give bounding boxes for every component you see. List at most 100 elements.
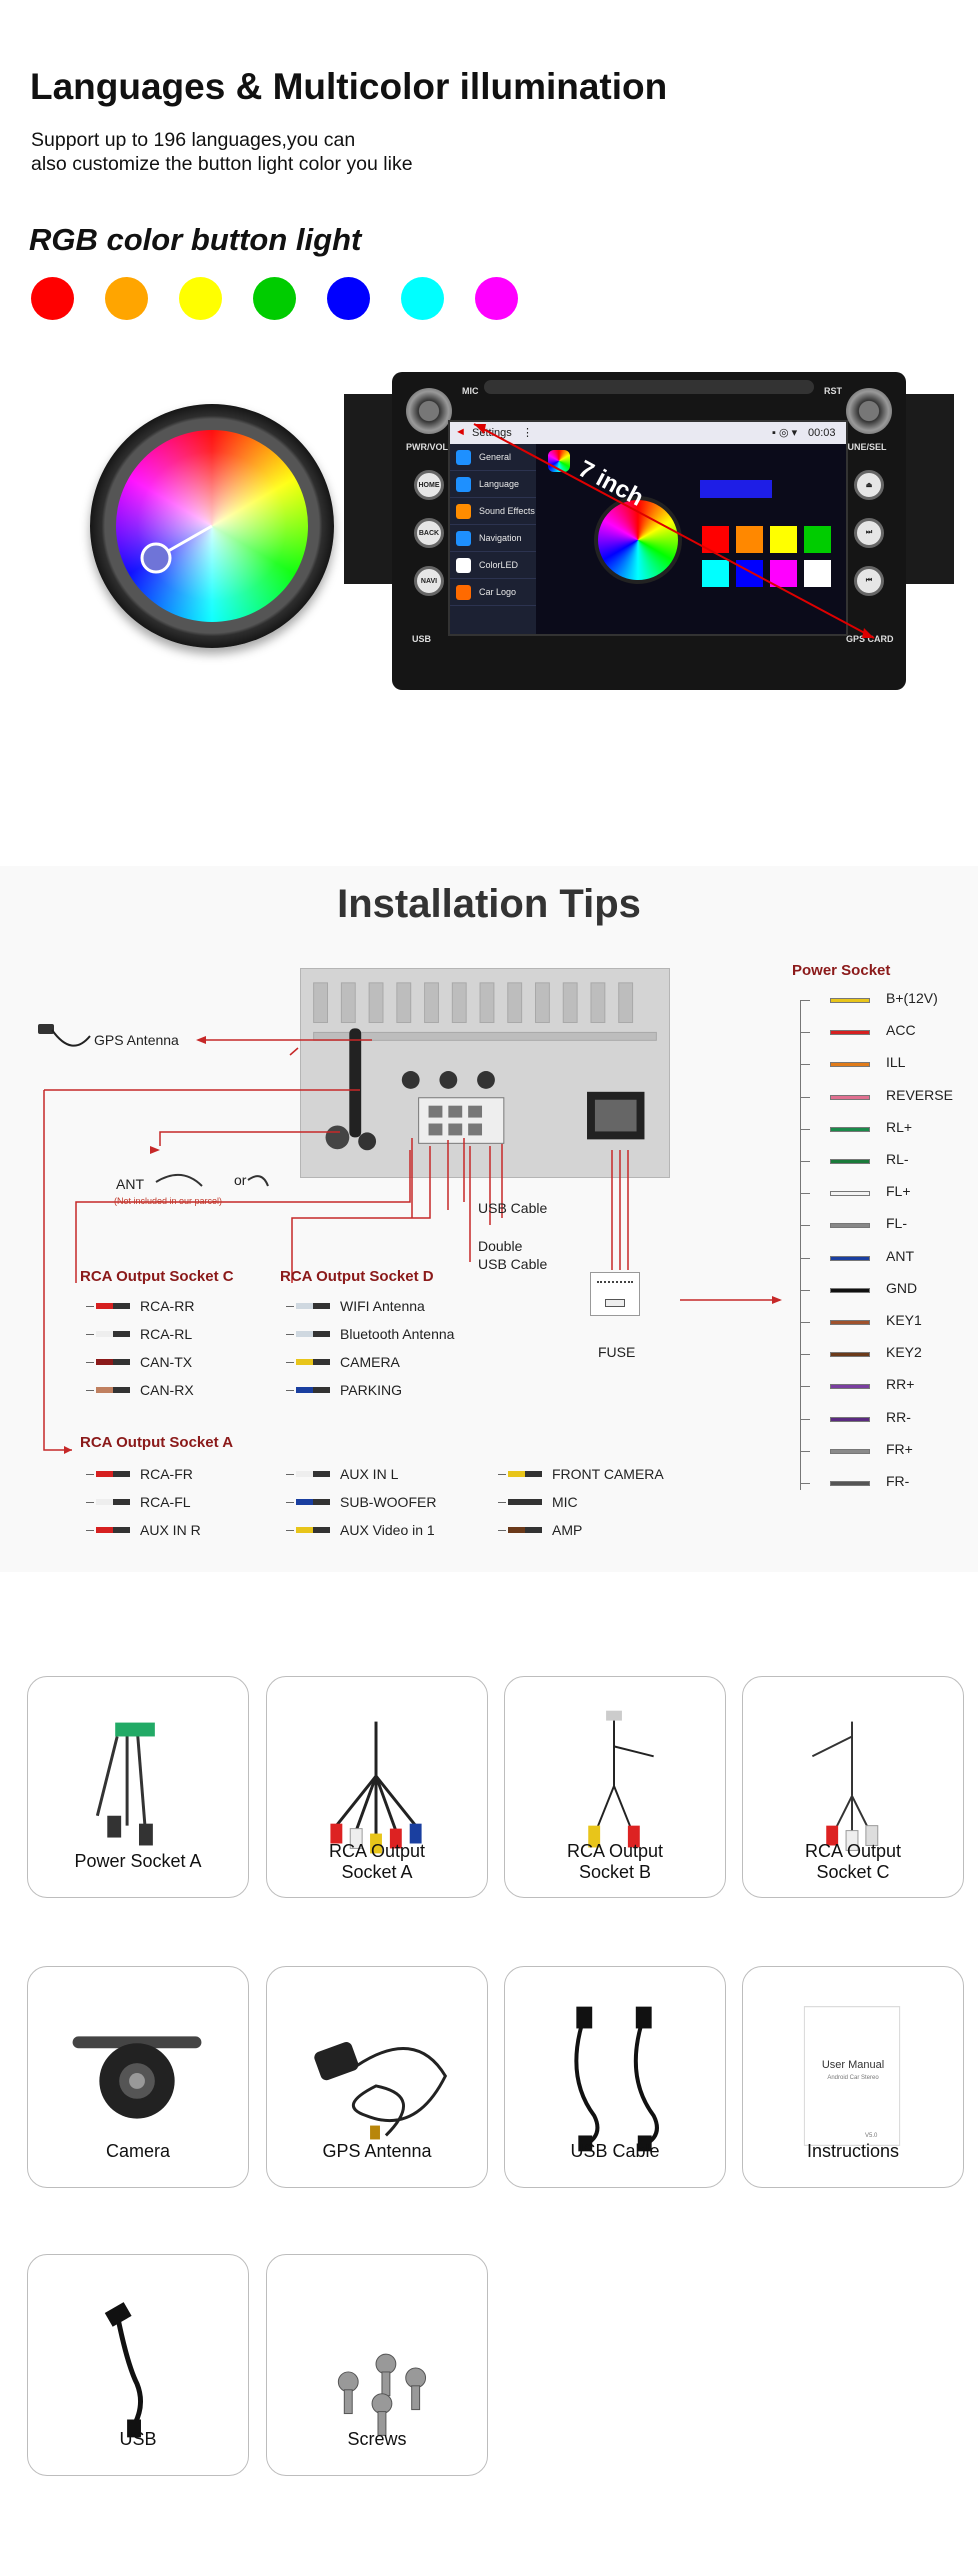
installation-title: Installation Tips bbox=[337, 882, 641, 926]
accessory-card-power-socket-a: Power Socket A bbox=[27, 1676, 249, 1898]
usb-cable-label: USB Cable bbox=[478, 1200, 548, 1216]
eject-button[interactable]: ⏏ bbox=[854, 470, 884, 500]
power-wire-icon bbox=[830, 1320, 870, 1325]
color-swatch[interactable] bbox=[770, 560, 797, 587]
power-wire-tick bbox=[800, 1128, 810, 1130]
power-wire-label: FL+ bbox=[886, 1183, 911, 1200]
caption-line-1: RCA Output bbox=[804, 1841, 902, 1861]
color-swatch[interactable] bbox=[702, 560, 729, 587]
connector-bracket bbox=[86, 1502, 94, 1503]
fuse-box bbox=[590, 1272, 640, 1316]
rca-plug-icon bbox=[296, 1331, 330, 1337]
prev-button[interactable]: ⏮ bbox=[854, 566, 884, 596]
color-swatch[interactable] bbox=[736, 560, 763, 587]
power-wire-tick bbox=[800, 1289, 810, 1291]
screen-color-wheel[interactable] bbox=[598, 500, 678, 580]
caption-line-1: RCA Output bbox=[566, 1841, 664, 1861]
volume-knob[interactable] bbox=[406, 388, 452, 434]
gps-antenna-icon bbox=[38, 1024, 91, 1047]
accessory-caption: USB Cable bbox=[570, 2141, 660, 2161]
color-dot bbox=[179, 277, 222, 320]
power-wire-label: B+(12V) bbox=[886, 990, 938, 1006]
rca-plug-icon bbox=[296, 1471, 330, 1477]
menu-item-icon bbox=[456, 557, 471, 573]
color-swatch[interactable] bbox=[736, 526, 763, 553]
usb-port-label: USB bbox=[412, 634, 432, 644]
power-wire-tick bbox=[800, 1161, 810, 1162]
power-wire-label: ILL bbox=[886, 1054, 906, 1071]
accessory-caption: GPS Antenna bbox=[322, 2141, 432, 2161]
color-dot bbox=[253, 277, 296, 320]
pwr-vol-label: PWR/VOL bbox=[406, 442, 448, 452]
size-annotation bbox=[473, 423, 875, 639]
rca-plug-icon bbox=[508, 1499, 542, 1505]
navi-button[interactable]: NAVI bbox=[414, 566, 444, 596]
status-icons: ▪ ◎ ▾ bbox=[772, 427, 798, 439]
connector-bracket bbox=[86, 1362, 94, 1363]
power-socket-title: Power Socket bbox=[792, 962, 891, 979]
fuse-pins bbox=[597, 1281, 633, 1285]
more-icon[interactable]: ⋮ bbox=[522, 427, 533, 439]
color-dot bbox=[327, 277, 370, 320]
settings-menu-item[interactable]: Sound Effects bbox=[450, 498, 536, 525]
power-wire-tick bbox=[800, 1450, 810, 1452]
gps-card-label: GPS CARD bbox=[846, 634, 894, 644]
connector-bracket bbox=[286, 1334, 294, 1335]
connector-bracket bbox=[498, 1474, 506, 1475]
rca-d-title: RCA Output Socket D bbox=[280, 1268, 434, 1285]
rca-plug-icon bbox=[296, 1499, 330, 1505]
power-wire-label: RL+ bbox=[886, 1118, 913, 1135]
settings-menu-item[interactable]: Language bbox=[450, 471, 536, 498]
power-wire-label: FR+ bbox=[886, 1440, 913, 1457]
connector-label: SUB-WOOFER bbox=[340, 1494, 437, 1510]
tune-sel-label: TUNE/SEL bbox=[842, 442, 887, 452]
tune-knob[interactable] bbox=[846, 388, 892, 434]
fuse-label: FUSE bbox=[598, 1344, 636, 1360]
color-swatch[interactable] bbox=[804, 560, 831, 587]
power-wire-label: KEY2 bbox=[886, 1344, 922, 1361]
connector-label: AUX IN R bbox=[140, 1522, 201, 1538]
connector-bracket bbox=[498, 1502, 506, 1503]
fuse-icon bbox=[605, 1299, 625, 1307]
connector-bracket bbox=[86, 1390, 94, 1391]
power-wire-label: RR- bbox=[886, 1408, 911, 1425]
power-wire-label: KEY1 bbox=[886, 1312, 922, 1328]
color-wheel-knob bbox=[90, 404, 334, 648]
unit-screen: ◄ Settings ⋮ ▪ ◎ ▾ 00:03 GeneralLanguage… bbox=[448, 420, 848, 636]
usb-icon bbox=[104, 2302, 143, 2438]
next-button[interactable]: ⏭ bbox=[854, 518, 884, 548]
power-wire-label: RL- bbox=[886, 1151, 909, 1167]
instructions-icon bbox=[803, 2006, 901, 2146]
selected-color-bar bbox=[700, 480, 772, 498]
power-wire-label: REVERSE bbox=[886, 1086, 953, 1103]
power-wire-icon bbox=[830, 998, 870, 1003]
power-wire-tick bbox=[800, 1322, 810, 1323]
settings-menu-item[interactable]: ColorLED bbox=[450, 552, 536, 579]
mic-label: MIC bbox=[462, 386, 479, 396]
home-button[interactable]: HOME bbox=[414, 470, 444, 500]
menu-item-label: Language bbox=[479, 479, 520, 489]
power-wire-icon bbox=[830, 1448, 870, 1454]
double-usb-label-1: Double bbox=[478, 1238, 523, 1254]
power-wire-tick bbox=[800, 1225, 810, 1227]
connector-label: MIC bbox=[552, 1494, 578, 1510]
rca-plug-icon bbox=[96, 1387, 130, 1393]
settings-menu-item[interactable]: Navigation bbox=[450, 525, 536, 552]
color-swatch[interactable] bbox=[804, 526, 831, 553]
back-icon[interactable]: ◄ bbox=[455, 426, 466, 438]
color-swatch[interactable] bbox=[770, 526, 797, 553]
back-button[interactable]: BACK bbox=[414, 518, 444, 548]
connector-bracket bbox=[286, 1474, 294, 1475]
settings-menu-item[interactable]: Car Logo bbox=[450, 579, 536, 606]
clock: 00:03 bbox=[808, 427, 836, 439]
connector-bracket bbox=[286, 1502, 294, 1503]
connector-bracket bbox=[86, 1334, 94, 1335]
rca-plug-icon bbox=[296, 1359, 330, 1365]
settings-menu-item[interactable]: General bbox=[450, 444, 536, 471]
connector-label: CAN-RX bbox=[140, 1382, 194, 1398]
menu-item-icon bbox=[456, 476, 471, 492]
